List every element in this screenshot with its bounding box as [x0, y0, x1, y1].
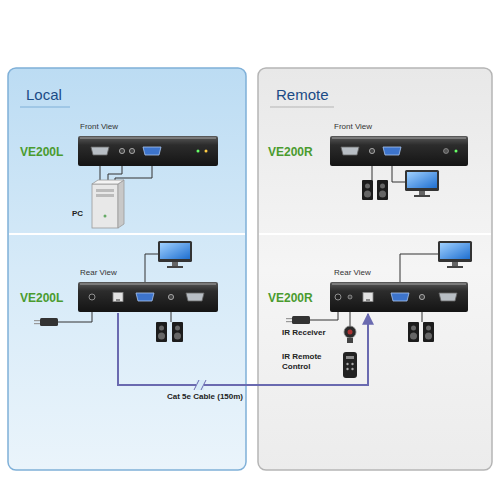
speaker: [377, 180, 388, 200]
title-rule: [270, 107, 334, 108]
monitor: [405, 170, 439, 197]
device-group: Rear ViewVE200R: [264, 262, 472, 313]
panel-title: Remote: [276, 86, 329, 104]
part-label: PC: [72, 209, 83, 219]
cable-break: [194, 380, 206, 390]
local-panel: [8, 68, 246, 470]
monitor: [158, 241, 192, 268]
view-label: Rear View: [80, 268, 117, 278]
monitor: [438, 241, 472, 268]
panel-title: Local: [26, 86, 62, 104]
region-panel: RemoteFront ViewVE200RRear ViewVE200R: [258, 68, 492, 470]
ir-remote-control: [343, 352, 357, 378]
model-name: VE200R: [268, 145, 313, 159]
cable-label: Cat 5e Cable (150m): [150, 392, 260, 402]
divider: [259, 233, 491, 235]
ve200l-rear-unit: [78, 282, 218, 312]
model-name: VE200L: [20, 291, 63, 305]
part-label: IR Remote Control: [282, 352, 334, 371]
model-name: VE200L: [20, 145, 63, 159]
speaker: [156, 322, 167, 342]
device-group: Front ViewVE200R: [264, 116, 472, 167]
model-name: VE200R: [268, 291, 313, 305]
cable-connector: [118, 313, 368, 385]
power-plug: [34, 318, 58, 326]
view-label: Front View: [334, 122, 372, 132]
speaker: [172, 322, 183, 342]
ve200l-front-unit: [78, 136, 218, 166]
power-plug: [286, 316, 310, 324]
remote-panel: [258, 68, 492, 470]
speaker: [423, 322, 434, 342]
ve200r-front-unit: [330, 136, 468, 166]
ir-receiver: [344, 326, 356, 343]
speaker: [408, 322, 419, 342]
speaker: [362, 180, 373, 200]
region-panel: LocalFront ViewVE200LRear ViewVE200L: [8, 68, 246, 470]
pc-tower: [92, 180, 124, 228]
view-label: Front View: [80, 122, 118, 132]
title-rule: [20, 107, 70, 108]
device-group: Rear ViewVE200L: [16, 262, 222, 313]
divider: [9, 233, 245, 235]
part-label: IR Receiver: [282, 328, 326, 338]
ve200r-rear-unit: [330, 282, 468, 312]
view-label: Rear View: [334, 268, 371, 278]
device-group: Front ViewVE200L: [16, 116, 222, 167]
